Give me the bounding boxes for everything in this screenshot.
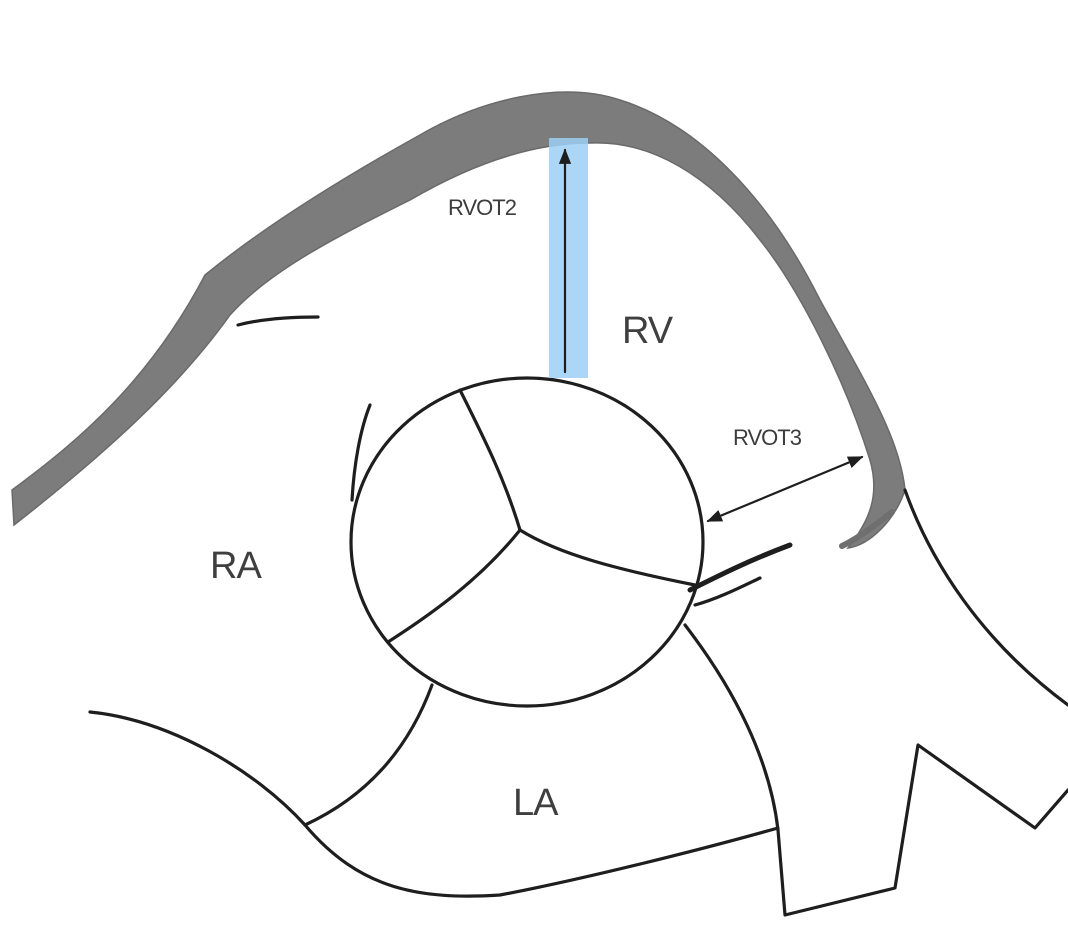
valve-cusp-line-top bbox=[458, 388, 522, 532]
aortic-valve bbox=[349, 376, 705, 708]
valve-right-arc-upper bbox=[687, 542, 793, 593]
ra-septal-arc bbox=[350, 403, 372, 502]
aorta-outline-outer bbox=[903, 488, 1068, 707]
aorta-outline-inner bbox=[776, 743, 1068, 917]
rv-free-wall bbox=[11, 91, 906, 549]
valve-cusp-line-right bbox=[518, 528, 697, 587]
la-boundary-right bbox=[683, 623, 780, 832]
la-boundary-left bbox=[303, 683, 434, 827]
rvot2-highlight bbox=[549, 138, 588, 378]
la-label: LA bbox=[513, 782, 559, 824]
rv-label: RV bbox=[622, 310, 674, 352]
rvot3-label: RVOT3 bbox=[733, 425, 802, 450]
wall-branch-left bbox=[236, 315, 320, 327]
valve-right-arc-lower bbox=[693, 576, 762, 607]
la-lower-wall bbox=[88, 710, 780, 898]
wall-branch-right bbox=[839, 509, 895, 549]
ra-label: RA bbox=[210, 545, 262, 587]
rvot2-label: RVOT2 bbox=[448, 195, 517, 220]
valve-cusp-line-left bbox=[386, 528, 522, 644]
rvot3-arrow bbox=[706, 455, 864, 523]
